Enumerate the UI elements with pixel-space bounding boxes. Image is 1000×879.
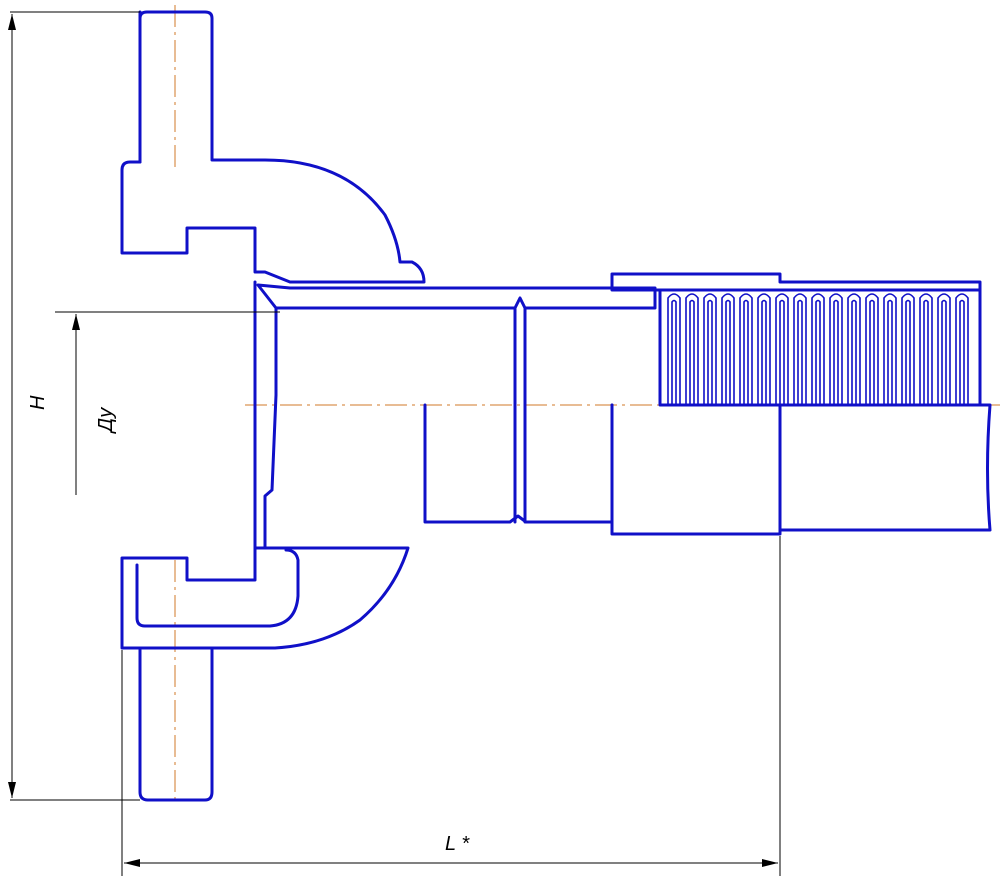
corrugation-loop <box>811 293 825 405</box>
corrugation-core <box>671 299 677 405</box>
corrugation-loop <box>847 293 861 405</box>
corrugation-loop <box>919 293 933 405</box>
corrugation-loop <box>703 293 717 405</box>
coupling-head-lower-outline <box>120 546 410 650</box>
corrugation-loop <box>667 293 681 405</box>
nominal-bore-label: Ду <box>95 407 117 434</box>
corrugation-loop <box>739 293 753 405</box>
corrugation-loop <box>793 293 807 405</box>
nipple-wall-section <box>256 283 657 310</box>
corrugation-loop <box>721 293 735 405</box>
corrugation-core <box>779 299 785 405</box>
corrugation-core <box>833 299 839 405</box>
corrugation-core <box>707 299 713 405</box>
corrugation-core <box>887 299 893 405</box>
corrugation-core <box>941 299 947 405</box>
nipple-body <box>263 306 278 550</box>
length-label: L * <box>445 833 470 855</box>
corrugation-core <box>761 299 767 405</box>
height-label: H <box>27 395 49 410</box>
corrugation-loop <box>829 293 843 405</box>
corrugation-loop <box>901 293 915 405</box>
corrugation-core <box>815 299 821 405</box>
hose-braid <box>778 403 992 532</box>
coupling-head-lower-inner <box>135 548 300 628</box>
corrugation-loop <box>955 293 969 405</box>
corrugation-core <box>869 299 875 405</box>
dimension-length: L * <box>121 536 781 876</box>
corrugation-core <box>743 299 749 405</box>
corrugation-core <box>851 299 857 405</box>
corrugation-core <box>797 299 803 405</box>
corrugation-loop <box>865 293 879 405</box>
corrugation-core <box>725 299 731 405</box>
corrugation-loop <box>883 293 897 405</box>
corrugation-loop <box>937 293 951 405</box>
ferrule-lower <box>610 403 782 536</box>
ferrule-section <box>610 272 982 292</box>
corrugation-loop <box>757 293 771 405</box>
corrugation-core <box>689 299 695 405</box>
corrugation-core <box>923 299 929 405</box>
dimension-nominal-bore: Ду <box>55 311 280 495</box>
corrugated-hose <box>658 288 982 407</box>
corrugation-core <box>959 299 965 405</box>
nipple-lower-body <box>423 403 614 524</box>
corrugation-loop <box>685 293 699 405</box>
coupling-head-upper-section <box>120 10 426 284</box>
lower-lug <box>138 648 214 802</box>
dimension-height: H <box>8 11 140 801</box>
corrugation-loop <box>775 293 789 405</box>
corrugation-core <box>905 299 911 405</box>
